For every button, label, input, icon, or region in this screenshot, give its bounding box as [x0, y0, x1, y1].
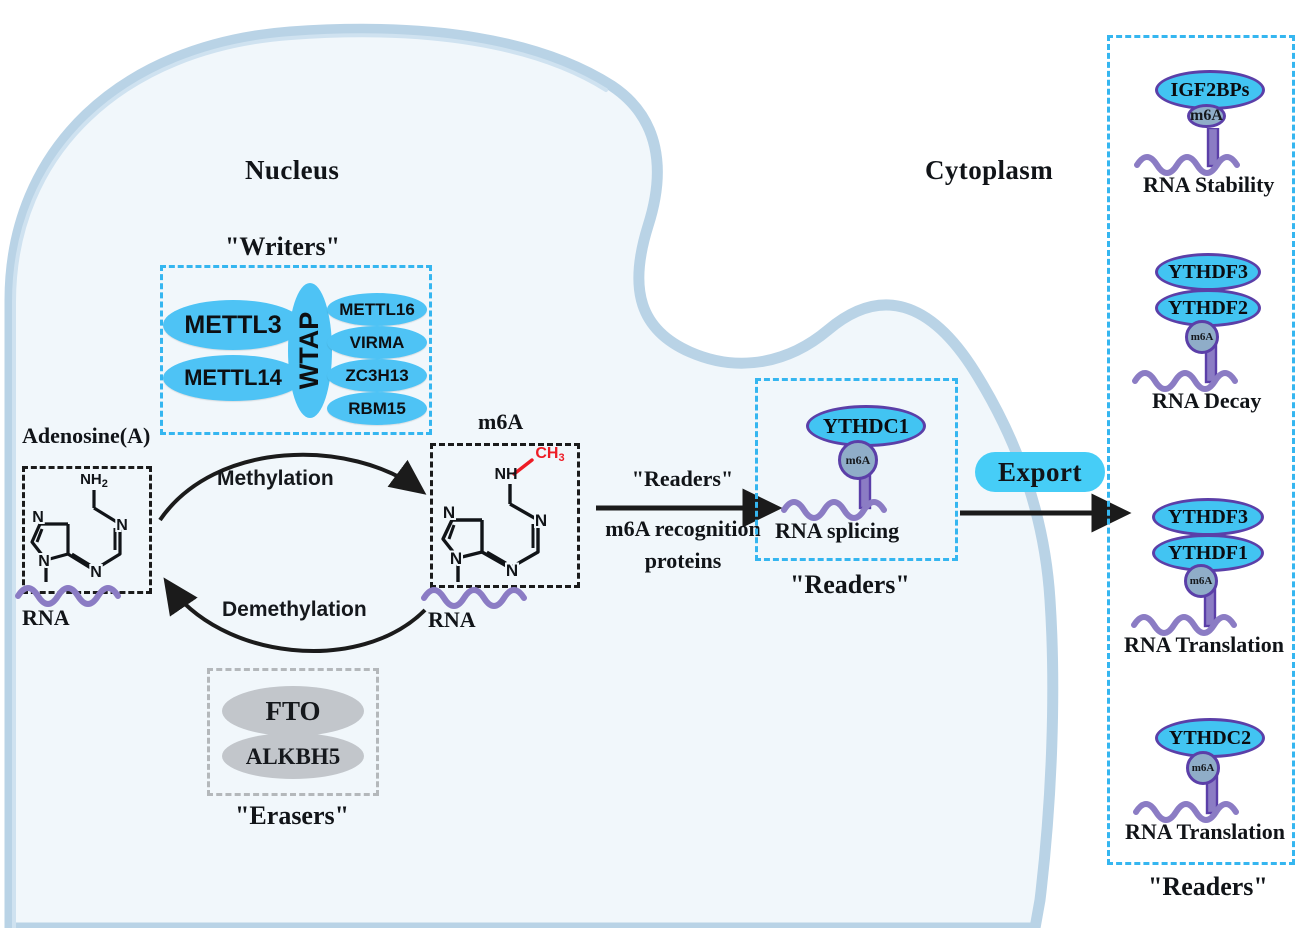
- reader-ythdc2[interactable]: YTHDC2: [1155, 718, 1265, 758]
- writer-mettl14[interactable]: METTL14: [163, 355, 303, 401]
- writer-mettl16[interactable]: METTL16: [327, 293, 427, 326]
- cytoplasmic-readers-caption: "Readers": [1148, 872, 1268, 901]
- writer-rbm15[interactable]: RBM15: [327, 392, 427, 425]
- adenosine-rna-label: RNA: [22, 605, 70, 630]
- igf2bps-m6a-knob: m6A: [1187, 104, 1226, 128]
- svg-text:N: N: [90, 564, 102, 581]
- ythdc1-function: RNA splicing: [775, 518, 900, 543]
- ythdc2-function: RNA Translation: [1125, 819, 1285, 844]
- cytoplasmic-readers-box: [1107, 35, 1295, 865]
- ythdf1-rna-strand: [1131, 614, 1237, 636]
- svg-text:N: N: [506, 561, 518, 580]
- adenosine-box: [22, 466, 152, 594]
- eraser-alkbh5[interactable]: ALKBH5: [222, 733, 364, 779]
- m6a-rna-strand: [421, 587, 527, 609]
- m6a-box: [430, 443, 580, 588]
- igf2bps-rna-strand: [1134, 154, 1240, 176]
- readers-arrow-sublabel-1: m6A recognition: [605, 516, 761, 541]
- ythdf2-function: RNA Decay: [1152, 388, 1262, 413]
- svg-text:N: N: [32, 509, 44, 526]
- adenosine-title: Adenosine(A): [22, 423, 151, 448]
- svg-text:N: N: [535, 511, 547, 530]
- svg-text:N: N: [38, 553, 50, 570]
- adenosine-structure: N N N N NH2: [30, 471, 130, 583]
- svg-text:N: N: [116, 517, 128, 534]
- reader-ythdf3-translation[interactable]: YTHDF3: [1152, 498, 1264, 536]
- writer-virma[interactable]: VIRMA: [327, 326, 427, 359]
- nuclear-readers-box: [755, 378, 958, 561]
- svg-text:N: N: [450, 549, 462, 568]
- nuclear-readers-caption: "Readers": [790, 570, 910, 599]
- erasers-box: [207, 668, 379, 796]
- writer-zc3h13[interactable]: ZC3H13: [327, 359, 427, 392]
- writers-caption: "Writers": [225, 232, 341, 261]
- ythdf2-m6a-knob: m6A: [1185, 320, 1219, 354]
- svg-text:NH: NH: [494, 466, 517, 483]
- ythdc1-m6a-knob: m6A: [838, 440, 878, 480]
- ythdc2-rna-strand: [1133, 801, 1239, 823]
- reader-ythdf3-decay[interactable]: YTHDF3: [1155, 253, 1261, 291]
- adenosine-rna-strand: [15, 585, 121, 607]
- readers-arrow-sublabel-2: proteins: [644, 548, 722, 573]
- ythdc1-rna-strand: [781, 499, 887, 521]
- m6a-title: m6A: [478, 409, 524, 434]
- ythdf2-rna-strand: [1132, 370, 1238, 392]
- svg-text:N: N: [443, 503, 455, 522]
- readers-arrow-top-label: "Readers": [631, 466, 734, 491]
- ythdf1-m6a-knob: m6A: [1184, 564, 1218, 598]
- svg-text:NH2: NH2: [80, 471, 108, 490]
- m6a-rna-label: RNA: [428, 607, 476, 632]
- cytoplasm-title: Cytoplasm: [925, 155, 1054, 185]
- writer-wtap[interactable]: WTAP: [288, 283, 332, 418]
- writer-mettl3[interactable]: METTL3: [163, 300, 303, 350]
- nucleus-title: Nucleus: [245, 155, 340, 185]
- erasers-caption: "Erasers": [235, 801, 350, 830]
- m6a-structure: N N N N NH CH3: [441, 445, 565, 582]
- writer-wtap-label: WTAP: [294, 311, 325, 390]
- export-button[interactable]: Export: [975, 452, 1105, 492]
- svg-text:CH3: CH3: [535, 445, 564, 464]
- ythdc2-m6a-knob: m6A: [1186, 751, 1220, 785]
- methylation-label: Methylation: [217, 467, 334, 490]
- eraser-fto[interactable]: FTO: [222, 686, 364, 736]
- demethylation-label: Demethylation: [222, 598, 367, 621]
- igf2bps-function: RNA Stability: [1143, 172, 1275, 197]
- writers-box: [160, 265, 432, 435]
- ythdf1-function: RNA Translation: [1124, 632, 1284, 657]
